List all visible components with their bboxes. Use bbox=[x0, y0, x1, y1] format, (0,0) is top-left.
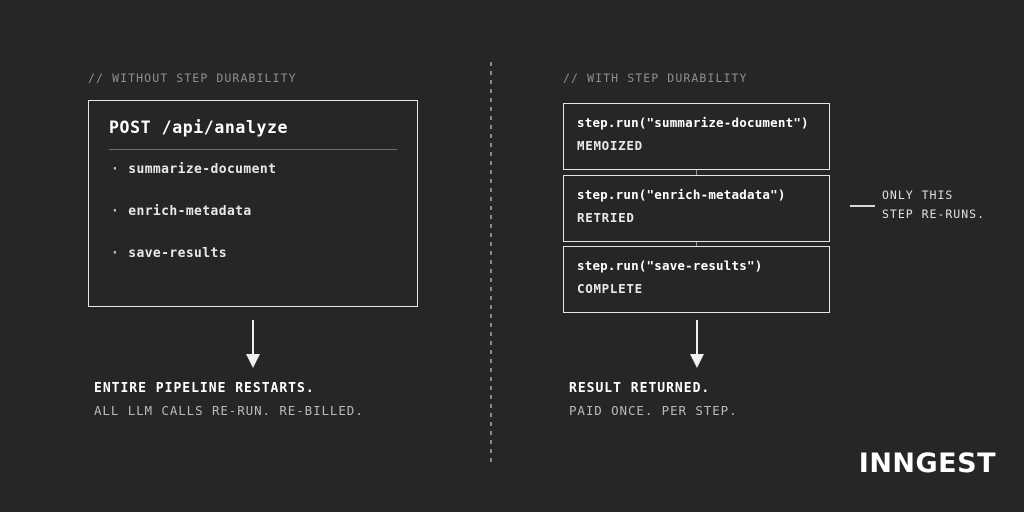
arrow-head bbox=[690, 354, 704, 368]
step-connector-line bbox=[696, 170, 697, 179]
retry-callout-line1: ONLY THIS bbox=[882, 188, 954, 202]
step-card-enrich-metadata: step.run("enrich-metadata") RETRIED bbox=[563, 175, 830, 242]
step-call-expression: step.run("enrich-metadata") bbox=[577, 187, 786, 202]
retry-callout: ONLY THIS STEP RE-RUNS. bbox=[882, 186, 985, 224]
list-item-label: summarize-document bbox=[128, 162, 277, 177]
right-outcome: RESULT RETURNED. PAID ONCE. PER STEP. bbox=[569, 381, 738, 418]
step-call-expression: step.run("save-results") bbox=[577, 258, 763, 273]
list-item-label: enrich-metadata bbox=[128, 204, 252, 219]
bullet-dot-icon: · bbox=[111, 204, 120, 219]
card-divider-rule bbox=[109, 149, 397, 150]
left-outcome: ENTIRE PIPELINE RESTARTS. ALL LLM CALLS … bbox=[94, 381, 364, 418]
arrow-shaft bbox=[696, 320, 698, 356]
left-outcome-primary: ENTIRE PIPELINE RESTARTS. bbox=[94, 381, 315, 396]
left-outcome-secondary: ALL LLM CALLS RE-RUN. RE-BILLED. bbox=[94, 403, 364, 418]
list-item: · enrich-metadata bbox=[111, 204, 401, 246]
arrow-shaft bbox=[252, 320, 254, 356]
callout-leader-dash bbox=[850, 205, 875, 207]
bullet-dot-icon: · bbox=[111, 162, 120, 177]
vertical-dotted-divider bbox=[490, 62, 492, 462]
list-item: · summarize-document bbox=[111, 162, 401, 204]
step-card-save-results: step.run("save-results") COMPLETE bbox=[563, 246, 830, 313]
step-call-expression: step.run("summarize-document") bbox=[577, 115, 809, 130]
status-badge: RETRIED bbox=[577, 210, 635, 225]
arrow-head bbox=[246, 354, 260, 368]
retry-callout-line2: STEP RE-RUNS. bbox=[882, 207, 986, 221]
list-item: · save-results bbox=[111, 246, 401, 288]
monolithic-request-card: POST /api/analyze · summarize-document ·… bbox=[88, 100, 418, 307]
list-item-label: save-results bbox=[128, 246, 227, 261]
monolithic-request-title: POST /api/analyze bbox=[109, 118, 289, 137]
right-section-caption: // WITH STEP DURABILITY bbox=[563, 71, 748, 85]
status-badge: MEMOIZED bbox=[577, 138, 643, 153]
left-section-caption: // WITHOUT STEP DURABILITY bbox=[88, 71, 297, 85]
bullet-dot-icon: · bbox=[111, 246, 120, 261]
right-outcome-secondary: PAID ONCE. PER STEP. bbox=[569, 403, 738, 418]
inngest-wordmark-logo: INNGEST bbox=[858, 448, 996, 479]
right-outcome-primary: RESULT RETURNED. bbox=[569, 381, 711, 396]
step-card-summarize-document: step.run("summarize-document") MEMOIZED bbox=[563, 103, 830, 170]
status-badge: COMPLETE bbox=[577, 281, 643, 296]
monolithic-step-list: · summarize-document · enrich-metadata ·… bbox=[111, 162, 401, 288]
